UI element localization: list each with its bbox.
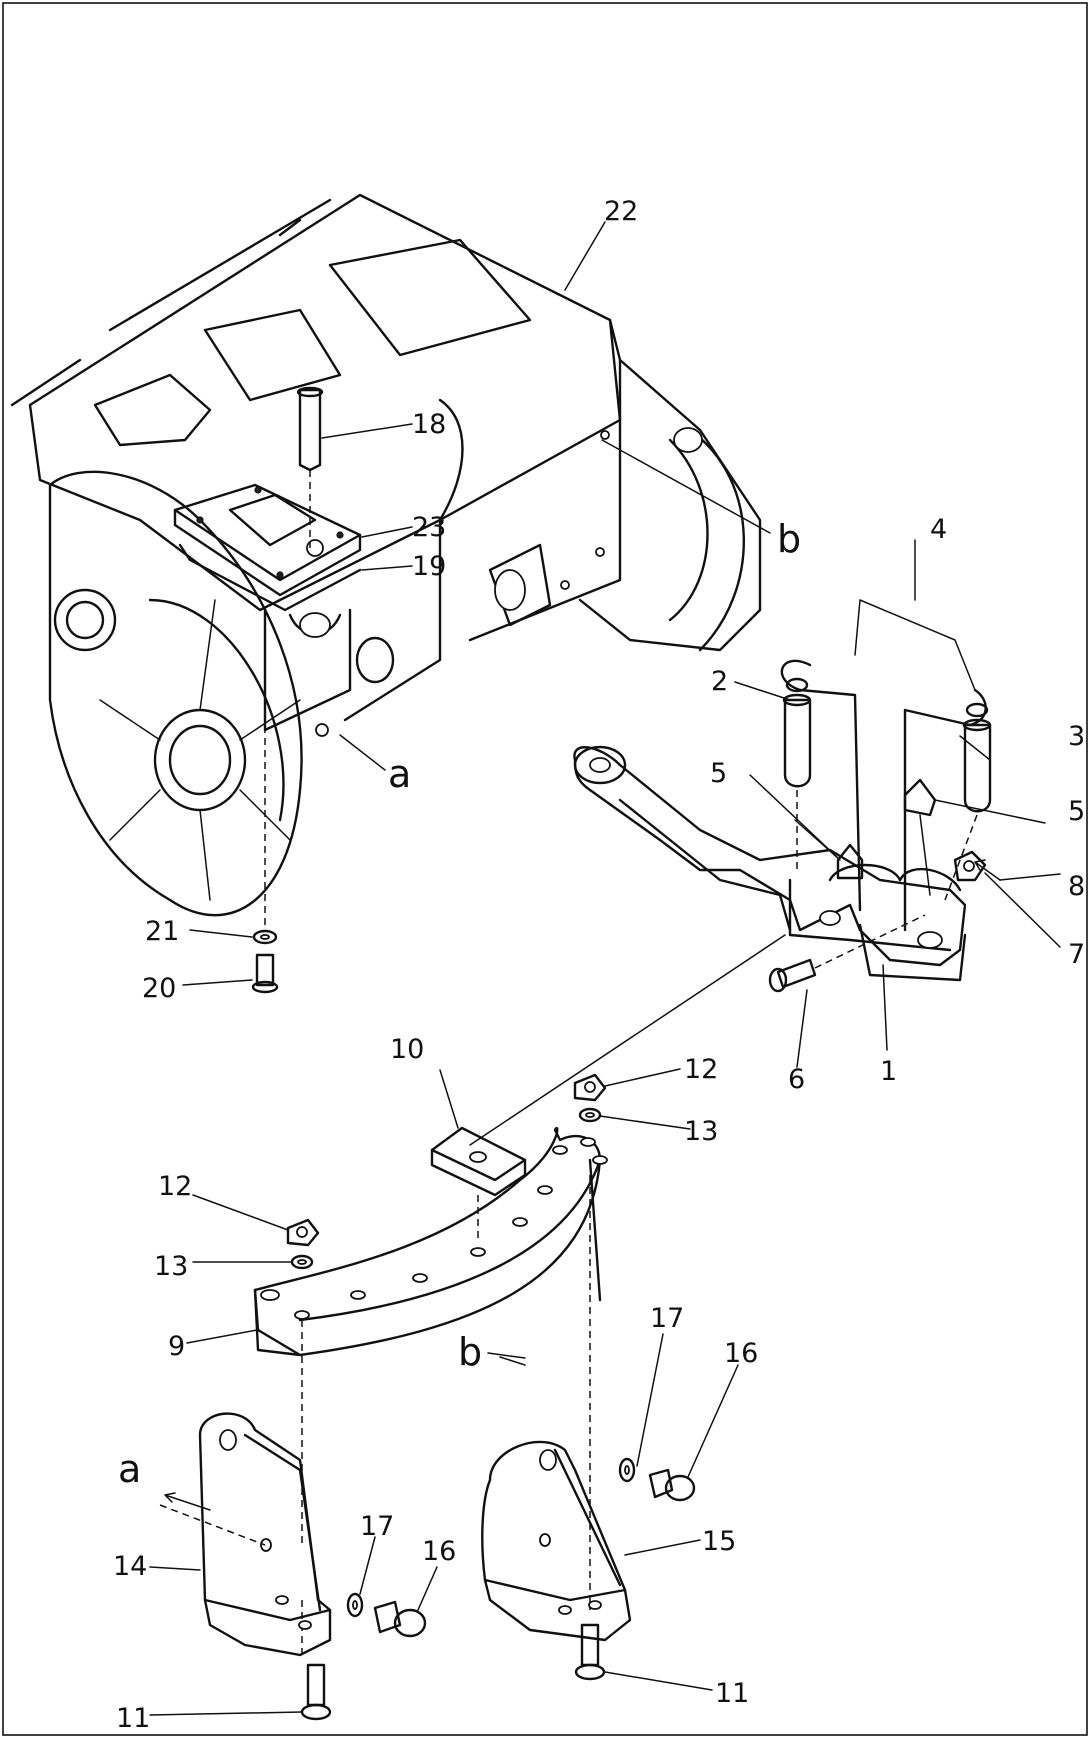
part-labels: 22 18 23 19 4 2 3 5 5 8 7 6 1 21 20 10 1…: [113, 196, 1085, 1734]
bolt-16-left: [373, 1600, 427, 1638]
washer-13-left: [290, 1254, 314, 1270]
label-8: 8: [1068, 871, 1085, 902]
label-6: 6: [788, 1064, 805, 1095]
reference-letters: b a b a: [118, 517, 801, 1491]
label-23: 23: [412, 512, 446, 543]
pin-3: [944, 702, 992, 901]
nut-12-right: [573, 1073, 607, 1102]
bolt-11-right: [574, 1623, 606, 1681]
bolt-20: [251, 953, 279, 994]
washer-13-right: [578, 1107, 602, 1123]
label-14: 14: [113, 1551, 147, 1582]
bracket-beam-9: [253, 1126, 608, 1660]
bolt-11-left: [300, 1663, 332, 1721]
arrow-8: [974, 859, 1001, 881]
ref-a-top: a: [388, 752, 411, 796]
label-15: 15: [702, 1526, 736, 1557]
clip-5-right: [903, 778, 937, 896]
mount-plate-23: [173, 483, 362, 612]
label-11-right: 11: [715, 1678, 749, 1709]
nut-7: [953, 850, 987, 882]
frame-case-22: [10, 193, 762, 917]
equalizer-arm-1: [573, 745, 967, 982]
bolt-16-right: [648, 1468, 696, 1502]
bolt-6: [768, 914, 926, 993]
label-18: 18: [412, 409, 446, 440]
ref-a-bottom: a: [118, 1447, 141, 1491]
nut-12-left: [286, 1218, 320, 1247]
label-12-right: 12: [684, 1054, 718, 1085]
label-10: 10: [390, 1034, 424, 1065]
label-17-right: 17: [650, 1303, 684, 1334]
label-21: 21: [145, 916, 179, 947]
label-13-left: 13: [154, 1251, 188, 1282]
label-17-left: 17: [360, 1511, 394, 1542]
ref-b-bottom: b: [458, 1330, 482, 1374]
label-2: 2: [711, 666, 728, 697]
label-11-left: 11: [116, 1703, 150, 1734]
label-22: 22: [604, 196, 638, 227]
pad-10: [430, 1126, 527, 1240]
label-7: 7: [1068, 939, 1085, 970]
label-12-left: 12: [158, 1171, 192, 1202]
label-5-left: 5: [710, 758, 727, 789]
leader-lines: [149, 221, 1061, 1716]
pin-2: [782, 677, 812, 870]
guide-line-10: [469, 934, 786, 1146]
bracket-14: [159, 1412, 332, 1657]
ref-b-top: b: [777, 517, 801, 561]
label-1: 1: [880, 1056, 897, 1087]
washer-17-left: [346, 1592, 364, 1618]
label-9: 9: [168, 1331, 185, 1362]
label-20: 20: [142, 973, 176, 1004]
label-16-right: 16: [724, 1338, 758, 1369]
label-5-right: 5: [1068, 796, 1085, 827]
bracket-15: [481, 1440, 632, 1642]
label-19: 19: [412, 551, 446, 582]
washer-17-right: [618, 1457, 636, 1483]
washer-21: [252, 929, 278, 945]
label-4: 4: [930, 514, 947, 545]
label-3: 3: [1068, 721, 1085, 752]
label-13-right: 13: [684, 1116, 718, 1147]
bolt-18: [296, 386, 324, 548]
label-16-left: 16: [422, 1536, 456, 1567]
